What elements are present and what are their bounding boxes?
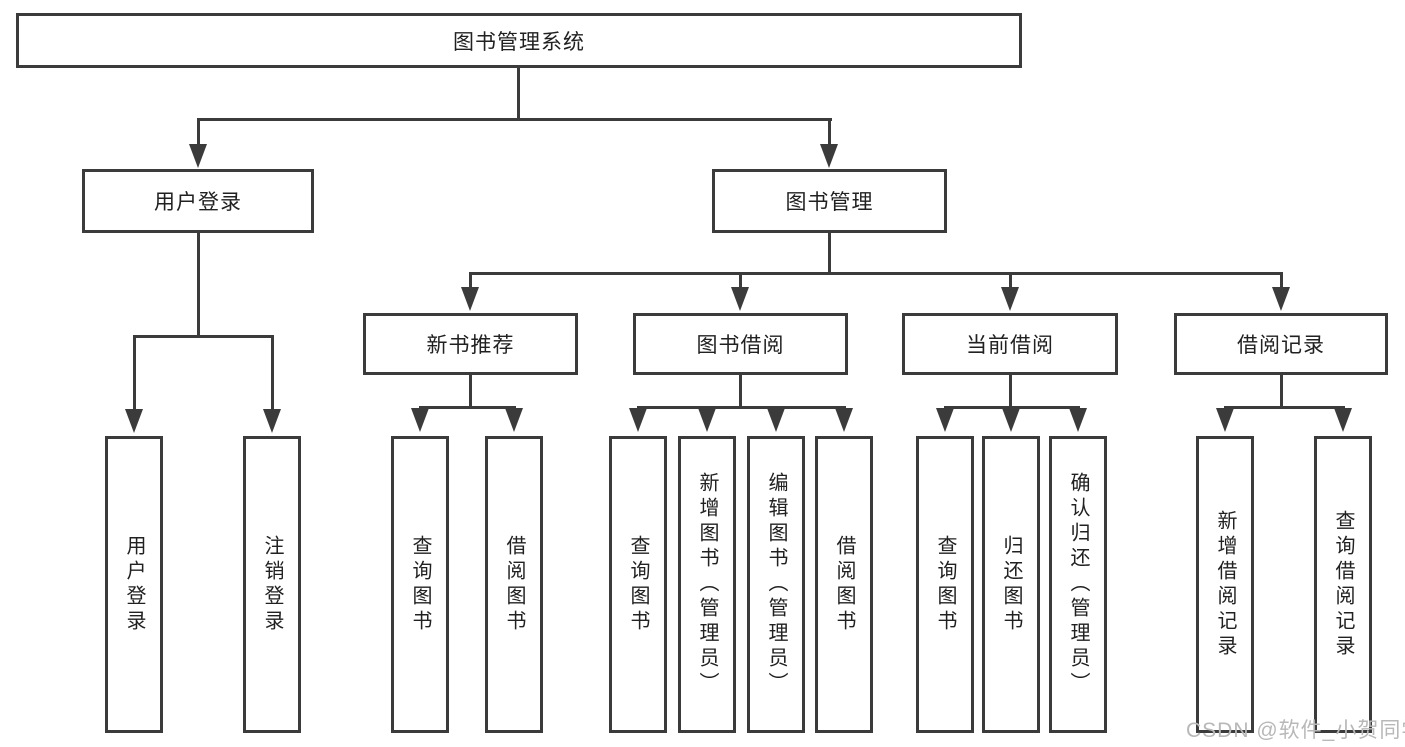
leaf-return-books-label: 归还图书	[1000, 534, 1022, 635]
arrow-down-icon	[263, 409, 281, 433]
connector-line	[469, 375, 472, 409]
node-root: 图书管理系统	[16, 13, 1022, 68]
arrow-down-icon	[767, 408, 785, 432]
leaf-query-borrow-record: 查询借阅记录	[1314, 436, 1372, 733]
leaf-logout-label: 注销登录	[261, 534, 283, 635]
node-book-borrowing-label: 图书借阅	[696, 334, 785, 357]
connector-line	[1009, 272, 1012, 289]
leaf-query-borrow-record-label: 查询借阅记录	[1332, 509, 1354, 660]
arrow-down-icon	[411, 408, 429, 432]
node-new-book-recommend-label: 新书推荐	[426, 334, 515, 357]
arrow-down-icon	[1334, 408, 1352, 432]
leaf-query-books-borrow-label: 查询图书	[627, 534, 649, 635]
leaf-borrow-books-recommend-label: 借阅图书	[503, 534, 525, 635]
leaf-add-book-admin-label: 新增图书（管理员）	[696, 472, 718, 697]
leaf-edit-book-admin: 编辑图书（管理员）	[747, 436, 805, 733]
leaf-query-books-current-label: 查询图书	[934, 534, 956, 635]
node-new-book-recommend: 新书推荐	[363, 313, 578, 375]
connector-line	[197, 233, 200, 337]
connector-line	[944, 406, 1080, 409]
leaf-add-borrow-record-label: 新增借阅记录	[1214, 509, 1236, 660]
arrow-down-icon	[125, 409, 143, 433]
node-borrow-records-label: 借阅记录	[1237, 334, 1325, 357]
connector-line	[133, 335, 274, 338]
leaf-query-books-current: 查询图书	[916, 436, 974, 733]
connector-line	[1224, 406, 1345, 409]
connector-line	[133, 335, 136, 411]
arrow-down-icon	[731, 287, 749, 311]
arrow-down-icon	[461, 287, 479, 311]
leaf-confirm-return-admin: 确认归还（管理员）	[1049, 436, 1107, 733]
connector-line	[1280, 375, 1283, 409]
node-current-borrowing-label: 当前借阅	[966, 334, 1054, 357]
arrow-down-icon	[936, 408, 954, 432]
leaf-query-books-borrow: 查询图书	[609, 436, 667, 733]
connector-line	[517, 68, 520, 120]
leaf-borrow-books-recommend: 借阅图书	[485, 436, 543, 733]
arrow-down-icon	[189, 144, 207, 168]
arrow-down-icon	[698, 408, 716, 432]
arrow-down-icon	[1002, 408, 1020, 432]
leaf-add-borrow-record: 新增借阅记录	[1196, 436, 1254, 733]
connector-line	[828, 233, 831, 274]
leaf-edit-book-admin-label: 编辑图书（管理员）	[765, 472, 787, 697]
node-book-management: 图书管理	[712, 169, 947, 233]
connector-line	[419, 406, 516, 409]
connector-line	[739, 375, 742, 409]
connector-line	[271, 335, 274, 411]
connector-line	[197, 118, 200, 147]
arrow-down-icon	[1001, 287, 1019, 311]
connector-line	[637, 406, 846, 409]
leaf-add-book-admin: 新增图书（管理员）	[678, 436, 736, 733]
connector-line	[1009, 375, 1012, 409]
connector-line	[469, 272, 472, 289]
leaf-user-login-label: 用户登录	[123, 534, 145, 635]
arrow-down-icon	[629, 408, 647, 432]
node-user-login-label: 用户登录	[154, 191, 242, 214]
connector-line	[739, 272, 742, 289]
leaf-query-books-recommend: 查询图书	[391, 436, 449, 733]
node-current-borrowing: 当前借阅	[902, 313, 1118, 375]
node-book-management-label: 图书管理	[785, 191, 874, 214]
arrow-down-icon	[505, 408, 523, 432]
node-book-borrowing: 图书借阅	[633, 313, 848, 375]
leaf-borrow-books-label: 借阅图书	[833, 534, 855, 635]
leaf-borrow-books: 借阅图书	[815, 436, 873, 733]
connector-line	[197, 118, 832, 121]
node-root-label: 图书管理系统	[453, 30, 585, 54]
connector-line	[1280, 272, 1283, 289]
node-borrow-records: 借阅记录	[1174, 313, 1388, 375]
leaf-query-books-recommend-label: 查询图书	[409, 534, 431, 635]
connector-line	[828, 118, 831, 147]
connector-line	[469, 272, 1283, 275]
arrow-down-icon	[820, 144, 838, 168]
leaf-return-books: 归还图书	[982, 436, 1040, 733]
node-user-login: 用户登录	[82, 169, 314, 233]
leaf-logout: 注销登录	[243, 436, 301, 733]
watermark: CSDN @软件_小贺同学	[1186, 719, 1405, 742]
arrow-down-icon	[1069, 408, 1087, 432]
arrow-down-icon	[835, 408, 853, 432]
leaf-user-login: 用户登录	[105, 436, 163, 733]
arrow-down-icon	[1216, 408, 1234, 432]
arrow-down-icon	[1272, 287, 1290, 311]
leaf-confirm-return-admin-label: 确认归还（管理员）	[1067, 472, 1089, 697]
